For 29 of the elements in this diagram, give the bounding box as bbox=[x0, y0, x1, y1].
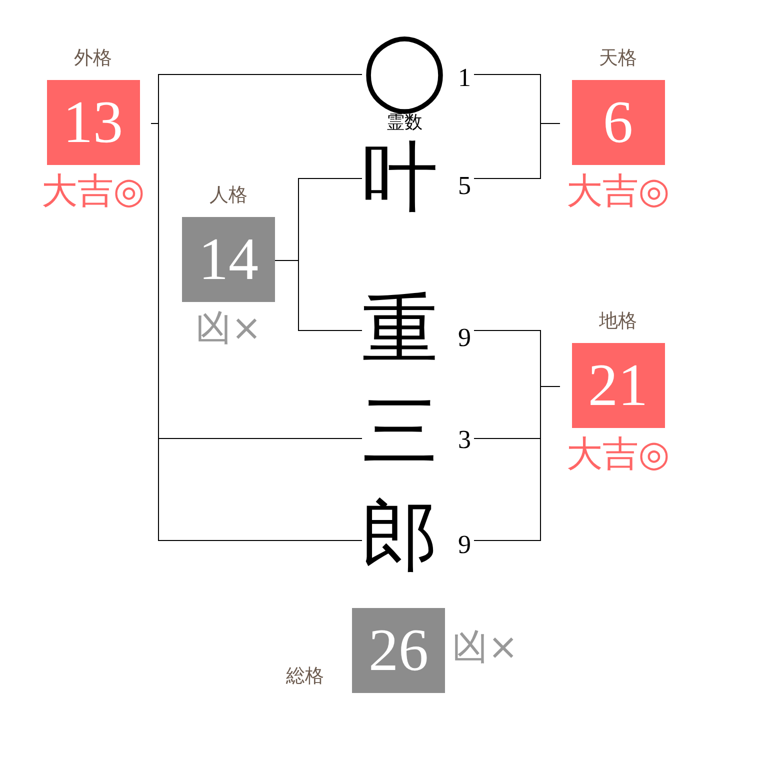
score-tile: 14 bbox=[182, 217, 275, 302]
fortune-rating: 大吉◎ bbox=[566, 435, 670, 475]
score-tile: 13 bbox=[46, 80, 140, 165]
stroke-count: 1 bbox=[458, 64, 471, 92]
score-heading: 天格 bbox=[599, 46, 637, 70]
connector-line bbox=[474, 123, 560, 179]
stroke-count: 3 bbox=[458, 426, 471, 454]
connector-line bbox=[150, 123, 362, 541]
score-heading: 外格 bbox=[74, 46, 112, 70]
caption-label: 霊数 bbox=[386, 112, 422, 134]
stroke-count: 9 bbox=[458, 324, 471, 352]
name-character: 重 bbox=[362, 290, 438, 370]
score-heading: 地格 bbox=[599, 309, 637, 333]
score-heading: 人格 bbox=[210, 183, 248, 207]
score-tile: 26 bbox=[352, 608, 445, 693]
name-character: 郎 bbox=[362, 497, 438, 577]
fortune-rating: 凶× bbox=[452, 628, 518, 668]
score-tile: 6 bbox=[572, 80, 664, 165]
connector-line bbox=[274, 260, 362, 331]
fortune-rating: 凶× bbox=[195, 309, 262, 349]
score-tile: 21 bbox=[572, 343, 664, 428]
name-character: 三 bbox=[362, 392, 438, 472]
score-heading: 総格 bbox=[286, 664, 324, 688]
name-character: 叶 bbox=[362, 138, 438, 218]
connector-line bbox=[474, 386, 560, 541]
stroke-count: 5 bbox=[458, 172, 471, 200]
stroke-count: 9 bbox=[458, 531, 471, 559]
fortune-rating: 大吉◎ bbox=[566, 172, 670, 212]
fortune-rating: 大吉◎ bbox=[41, 172, 145, 212]
